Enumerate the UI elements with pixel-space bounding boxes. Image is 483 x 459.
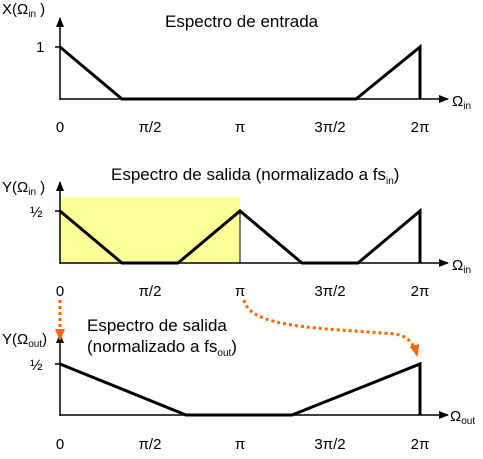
panel3-title-line2: (normalizado a fsout)	[87, 337, 237, 359]
panel2-x-tick-3pi-half: 3π/2	[314, 283, 345, 300]
panel1-x-tick-pi: π	[235, 119, 245, 136]
panel2-x-tick-pi-half: π/2	[139, 283, 162, 300]
panel1-x-axis-label: Ωin	[452, 93, 471, 112]
panel-output-spectrum-in: Espectro de salida (normalizado a fsin) …	[2, 165, 471, 300]
panel1-y-axis-label: X(Ωin )	[2, 1, 45, 20]
panel1-title: Espectro de entrada	[165, 12, 319, 31]
panel2-x-tick-pi: π	[235, 283, 245, 300]
mapping-arrow-pi-to-2pi	[242, 299, 420, 357]
panel3-y-axis-sub: out	[28, 339, 42, 350]
panel3-title-line1: Espectro de salida	[87, 316, 227, 335]
panel3-x-tick-3pi-half: 3π/2	[314, 436, 345, 453]
panel2-x-axis-label: Ωin	[452, 257, 471, 276]
panel1-spectrum-curve	[59, 43, 422, 101]
panel2-y-axis-label: Y(Ωin )	[2, 179, 45, 198]
panel-output-spectrum-out: Espectro de salida (normalizado a fsout)…	[2, 316, 475, 453]
panel3-x-tick-pi-half: π/2	[139, 436, 162, 453]
panel2-y-tick-half: ½	[30, 204, 43, 221]
panel1-x-tick-2pi: 2π	[411, 119, 430, 136]
panel3-x-tick-2pi: 2π	[411, 436, 430, 453]
panel2-highlight-region	[60, 197, 240, 263]
panel3-spectrum-curve	[59, 361, 422, 417]
panel1-y-axis-sub: in	[28, 9, 36, 20]
panel3-x-axis-label: Ωout	[450, 408, 475, 427]
panel1-x-tick-0: 0	[56, 119, 64, 136]
panel2-spectrum-curve	[59, 207, 422, 265]
panel1-x-axis-sub: in	[463, 101, 471, 112]
panel2-y-axis-sub: in	[28, 187, 36, 198]
panel3-title-sub: out	[217, 348, 231, 359]
panel1-x-tick-3pi-half: 3π/2	[314, 119, 345, 136]
panel3-x-tick-0: 0	[56, 436, 64, 453]
mapping-arrows	[55, 299, 420, 357]
panel1-x-tick-pi-half: π/2	[139, 119, 162, 136]
panel2-x-tick-2pi: 2π	[411, 283, 430, 300]
panel3-y-tick-half: ½	[30, 357, 43, 374]
panel3-x-axis-sub: out	[461, 416, 475, 427]
panel2-x-tick-0: 0	[56, 283, 64, 300]
panel1-y-tick-1: 1	[36, 39, 44, 56]
panel2-title-sub: in	[386, 176, 394, 187]
panel-input-spectrum: Espectro de entrada X(Ωin ) 1 Ωin 0 π/2 …	[2, 1, 471, 136]
panel3-y-axis-label: Y(Ωout)	[2, 331, 47, 350]
panel2-title: Espectro de salida (normalizado a fsin)	[111, 165, 399, 187]
panel2-x-axis-sub: in	[463, 265, 471, 276]
panel3-x-tick-pi: π	[235, 436, 245, 453]
